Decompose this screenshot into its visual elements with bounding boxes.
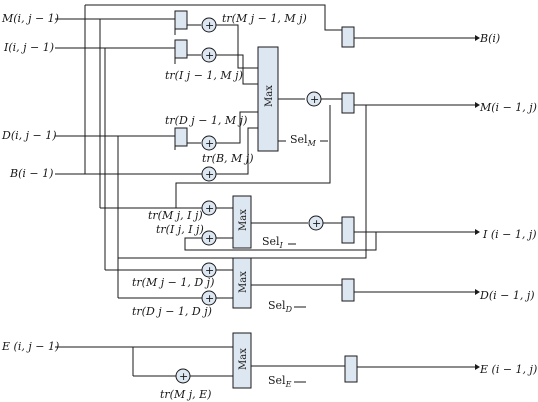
- transition-label-im: tr(I j − 1, M j): [165, 69, 243, 82]
- delay-register-d-out: [341, 278, 355, 302]
- delay-register-e-out: [344, 355, 358, 383]
- transition-label-mm: tr(M j − 1, M j): [222, 12, 307, 25]
- transition-label-me: tr(M j, E): [160, 388, 211, 401]
- register-adder-wires: [174, 24, 201, 150]
- adder-ii-plus: +: [205, 232, 214, 245]
- max-block-e: [232, 332, 252, 389]
- transition-label-mi: tr(M j, I j): [148, 209, 203, 222]
- max-block-i-label: Max: [238, 209, 249, 231]
- max-block-d-label: Max: [238, 271, 249, 293]
- max-block-e-label: Max: [238, 348, 249, 370]
- adder-dm-plus: +: [205, 137, 214, 150]
- adder-i-out-plus: +: [312, 217, 321, 230]
- adder-md-plus: +: [205, 264, 214, 277]
- delay-register-i: [174, 39, 188, 59]
- input-label-i: I(i, j − 1): [3, 41, 54, 54]
- adder-dd-plus: +: [205, 292, 214, 305]
- adder-me-plus: +: [179, 370, 188, 383]
- transition-label-dm: tr(D j − 1, M j): [165, 114, 247, 127]
- adder-im-plus: +: [205, 49, 214, 62]
- adder-mm-plus: +: [205, 19, 214, 32]
- output-label-m: M(i − 1, j): [479, 101, 537, 114]
- output-label-i: I (i − 1, j): [482, 228, 537, 241]
- max-block-i: [232, 195, 252, 249]
- input-label-b: B(i − 1): [9, 167, 53, 180]
- input-label-e: E (i, j − 1): [1, 340, 59, 353]
- output-label-d: D(i − 1, j): [479, 289, 535, 302]
- max-m-input-wires: [216, 24, 258, 175]
- max-block-d: [232, 257, 252, 309]
- selector-label-d: SelD: [268, 299, 293, 314]
- output-label-b: B(i): [479, 32, 500, 45]
- delay-register-b: [341, 26, 355, 48]
- output-label-e: E (i − 1, j): [479, 363, 537, 376]
- max-block-m-label: Max: [264, 85, 275, 107]
- adder-m-out-plus: +: [310, 93, 319, 106]
- adder-bm-plus: +: [205, 168, 214, 181]
- input-label-m: M(i, j − 1): [1, 12, 59, 25]
- adder-mi-plus: +: [205, 202, 214, 215]
- transition-label-md: tr(M j − 1, D j): [132, 276, 214, 289]
- delay-register-d: [174, 127, 188, 147]
- selector-label-m: SelM: [290, 133, 317, 148]
- selector-label-i: SelI: [262, 235, 284, 250]
- delay-register-m: [174, 10, 188, 30]
- input-wires: [55, 4, 342, 377]
- input-label-d: D(i, j − 1): [1, 129, 57, 142]
- transition-label-bm: tr(B, M j): [202, 152, 254, 165]
- delay-register-i-out: [341, 216, 355, 244]
- transition-label-ii: tr(I j, I j): [156, 223, 204, 236]
- delay-register-m-out: [341, 92, 355, 114]
- selector-label-e: SelE: [268, 374, 292, 389]
- transition-label-dd: tr(D j − 1, D j): [132, 305, 212, 318]
